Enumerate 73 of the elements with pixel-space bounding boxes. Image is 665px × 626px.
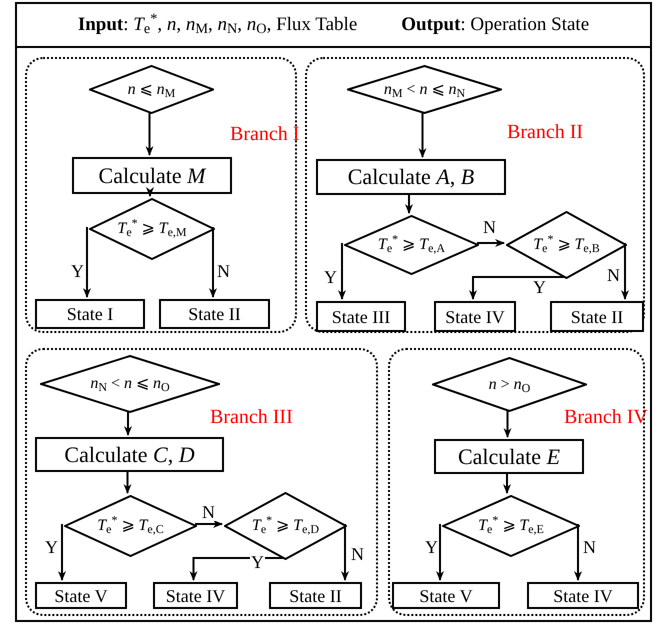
condition-text: T$_{e}$$^{*}$ ⩾ T$_{e,M}$ [117,221,187,237]
condition-text: n$_{M}$ < n ⩽ n$_{N}$ [384,82,466,98]
decision-diamond [344,215,479,275]
header-text: Input: T$_{e}$$^{*}$, n, n$_{M}$, n$_{N}$, n$_{O}$, Flux Table [78,10,358,40]
branch-container [25,57,297,333]
edge-label: Y [70,262,85,280]
process-box: Calculate C, D [35,437,224,472]
arrow [146,112,154,156]
condition-text: T$_{e}$$^{*}$ ⩾ T$_{e,B}$ [533,237,600,253]
arrow [338,243,346,300]
arrow [190,557,284,581]
arrow [621,243,629,300]
edge-label: Y [323,268,338,286]
state-box: State II [550,301,644,332]
state-box: State V [35,582,127,609]
edge-label: N [582,538,597,556]
edge-label: Y [424,538,439,556]
process-box: Calculate M [72,157,232,194]
decision-diamond [442,495,580,557]
decision-diamond [64,495,197,557]
decision-diamond [347,65,502,114]
branch-container [25,348,378,616]
condition-text: T$_{e}$$^{*}$ ⩾ T$_{e,A}$ [378,237,446,253]
arrow [195,520,223,528]
edge-label: Y [532,278,547,296]
process-box: Calculate E [434,439,584,474]
state-box: State IV [434,301,516,332]
edge-label: N [350,545,365,563]
arrow [504,410,512,438]
state-box: State I [35,299,145,329]
arrow [503,472,511,494]
branch-label: Branch III [210,407,293,427]
state-box: State IV [153,582,238,609]
state-box: State III [316,301,406,332]
arrow [418,112,426,158]
branch-container [305,57,645,333]
header-text: Output: Operation State [401,12,590,37]
condition-text: n > n$_{O}$ [488,376,530,392]
decision-diamond [506,211,627,279]
condition-text: n ⩽ n$_{M}$ [128,82,176,98]
edge-label: Y [44,538,59,556]
arrow [124,470,132,494]
condition-text: T$_{e}$$^{*}$ ⩾ T$_{e,D}$ [252,518,320,534]
arrow [209,227,217,298]
branch-label: Branch I [230,124,300,144]
state-box: State II [159,299,270,329]
condition-text: T$_{e}$$^{*}$ ⩾ T$_{e,C}$ [97,518,164,534]
edge-label: N [216,262,231,280]
arrow [341,524,349,581]
condition-text: T$_{e}$$^{*}$ ⩾ T$_{e,E}$ [478,518,544,534]
arrow [58,524,66,581]
branch-label: Branch IV [564,407,648,427]
header-box [15,2,652,48]
arrow [574,524,582,581]
branch-label: Branch II [507,122,584,142]
state-box: State IV [527,582,639,609]
arrow [477,239,505,247]
edge-label: N [201,503,216,521]
edge-label: N [606,266,621,284]
arrow [83,227,91,298]
decision-diamond [89,198,215,260]
arrow [146,187,154,197]
arrow [405,193,413,214]
arrow [436,524,444,581]
arrow [469,276,564,300]
decision-diamond [89,65,214,114]
edge-label: Y [250,553,265,571]
arrow [124,411,132,436]
edge-label: N [482,218,497,236]
process-box: Calculate A, B [316,159,506,195]
state-box: State V [392,582,500,609]
state-box: State II [269,582,362,609]
condition-text: n$_{N}$ < n ⩽ n$_{O}$ [90,376,170,392]
